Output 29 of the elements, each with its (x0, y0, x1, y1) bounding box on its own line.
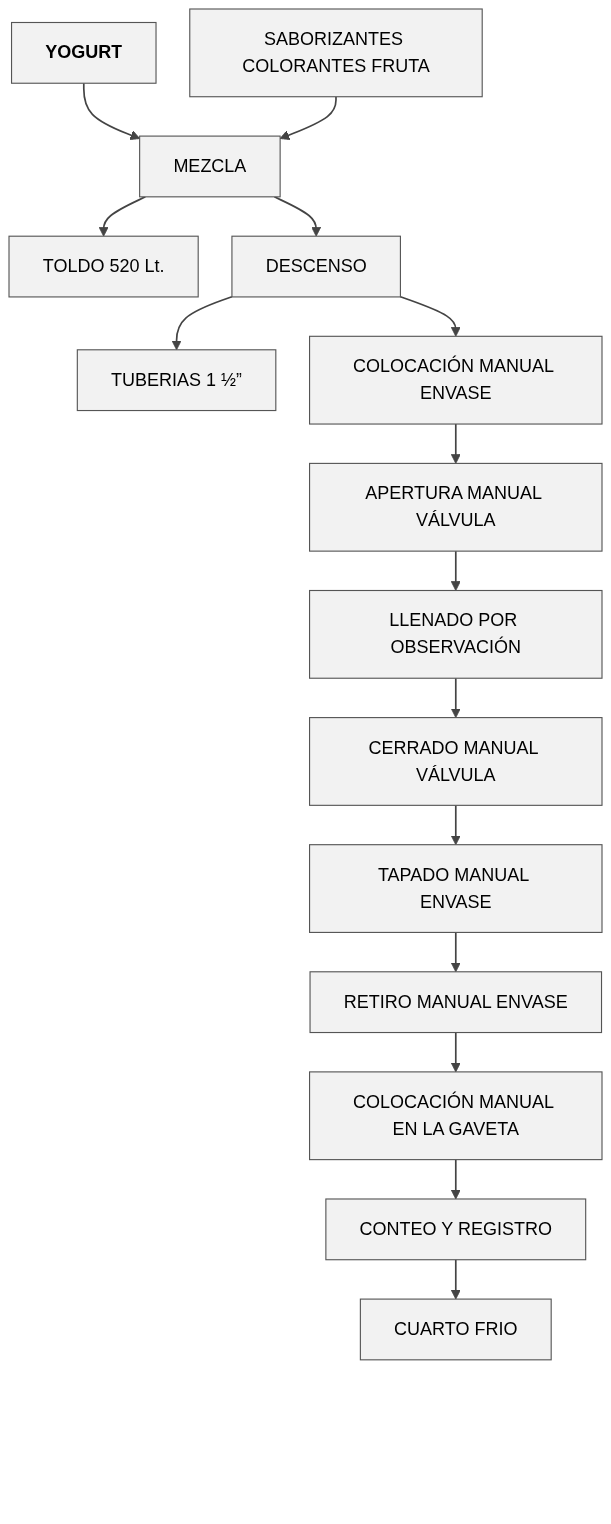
node-box: YOGURT (11, 21, 157, 84)
arrow (450, 1158, 461, 1200)
node-box: APERTURA MANUAL VÁLVULA (309, 462, 603, 552)
arrow (98, 196, 147, 237)
node-box: COLOCACIÓN MANUAL ENVASE (309, 335, 603, 425)
arrow (450, 1258, 461, 1300)
arrow (279, 95, 337, 140)
arrow (450, 423, 461, 464)
node-box: TUBERIAS 1 ½” (76, 349, 277, 412)
arrow (450, 1031, 461, 1073)
node-box: CUARTO FRIO (359, 1298, 552, 1361)
arrow (82, 82, 141, 140)
arrow (450, 550, 461, 591)
node-box: DESCENSO (231, 235, 401, 298)
arrow (450, 677, 461, 719)
arrow (450, 804, 461, 846)
node-box: COLOCACIÓN MANUAL EN LA GAVETA (309, 1071, 603, 1161)
arrow (399, 295, 461, 337)
arrow (450, 931, 461, 973)
node-box: CERRADO MANUAL VÁLVULA (309, 717, 603, 806)
node-box: LLENADO POR OBSERVACIÓN (309, 589, 603, 679)
node-box: TAPADO MANUAL ENVASE (309, 844, 603, 933)
node-box: CONTEO Y REGISTRO (325, 1198, 587, 1261)
arrow (171, 295, 233, 351)
arrow (273, 196, 322, 237)
node-box: SABORIZANTES COLORANTES FRUTA (189, 8, 483, 98)
node-box: RETIRO MANUAL ENVASE (309, 971, 603, 1034)
node-box: TOLDO 520 Lt. (8, 235, 199, 298)
node-box: MEZCLA (139, 135, 281, 198)
